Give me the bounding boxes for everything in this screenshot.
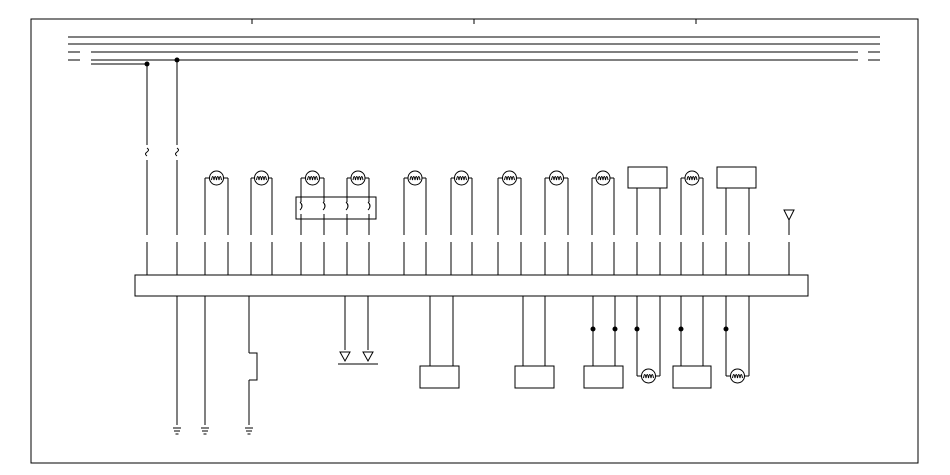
lamp-symbol [685,171,699,185]
connector-strip [135,275,808,296]
lamp-symbol [210,171,224,185]
lamp-filament [644,375,654,379]
lamp-filament [505,177,515,181]
lower-box [673,366,711,388]
lamp-filament [257,177,267,181]
switch-contact [346,202,348,210]
output-triangle [340,352,350,361]
lamp-filament [598,177,608,181]
antenna-symbol [784,210,794,220]
lower-box [584,366,623,388]
lower-box [420,366,459,388]
fuse-symbol [176,148,179,156]
ground-symbol [245,428,253,434]
lower-box [515,366,554,388]
lamp-filament [410,177,420,181]
lamp-symbol [351,171,365,185]
lamp-symbol [596,171,610,185]
wire-marker [724,327,728,331]
output-triangle [363,352,373,361]
lamp-filament [457,177,467,181]
lamp-filament [733,375,743,379]
lamp-symbol [408,171,422,185]
lamp-filament [552,177,562,181]
lamp-symbol [550,171,564,185]
lamp-symbol [306,171,320,185]
lamp-filament [212,177,222,181]
drawing-frame [31,19,918,463]
wire-marker [613,327,617,331]
ground-symbol [173,428,181,434]
lamp-symbol [731,369,745,383]
switch-contact [368,202,370,210]
lamp-filament [687,177,697,181]
lamp-symbol [455,171,469,185]
switch-contact [323,202,325,210]
pushbutton-symbol [249,353,257,380]
wire-marker [635,327,639,331]
border-rectangle [31,19,918,463]
supply-bus [68,37,880,66]
switch-contact [300,202,302,210]
wire-marker [679,327,683,331]
switch-block [296,197,376,219]
relay-box [717,167,756,188]
upper-circuits [146,60,795,275]
wire-marker [591,327,595,331]
lamp-filament [353,177,363,181]
fuse-symbol [146,148,149,156]
lamp-filament [308,177,318,181]
lamp-symbol [255,171,269,185]
relay-box [628,167,667,188]
lamp-symbol [503,171,517,185]
ground-symbol [201,428,209,434]
lamp-symbol [642,369,656,383]
lower-circuits [173,296,749,434]
